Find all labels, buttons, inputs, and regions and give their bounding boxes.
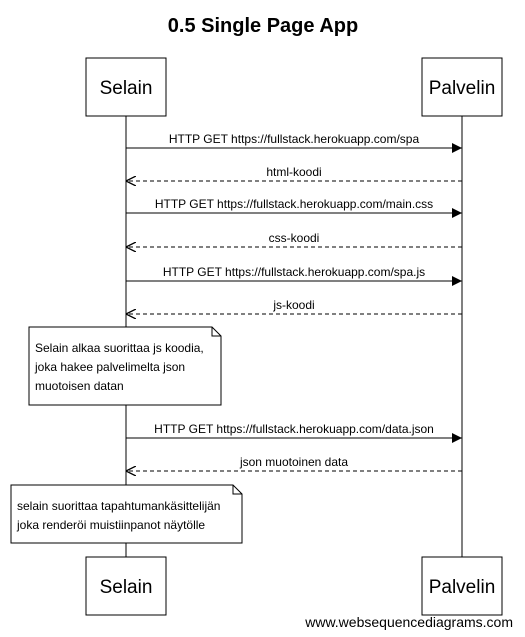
message-2: HTTP GET https://fullstack.herokuapp.com… bbox=[126, 197, 462, 218]
note-box bbox=[28, 326, 222, 406]
message-0: HTTP GET https://fullstack.herokuapp.com… bbox=[126, 132, 462, 153]
message-label: HTTP GET https://fullstack.herokuapp.com… bbox=[154, 422, 434, 436]
message-7: HTTP GET https://fullstack.herokuapp.com… bbox=[126, 422, 462, 443]
diagram-title: 0.5 Single Page App bbox=[168, 15, 358, 37]
message-5: js-koodi bbox=[126, 298, 462, 314]
note-9: selain suorittaa tapahtumankäsittelijän j… bbox=[10, 484, 243, 544]
participant-label: Palvelin bbox=[429, 577, 496, 598]
diagram-events: HTTP GET https://fullstack.herokuapp.com… bbox=[10, 132, 462, 544]
participant-box bbox=[421, 57, 503, 117]
participant-label: Palvelin bbox=[429, 78, 496, 99]
participant-box bbox=[421, 556, 503, 616]
participant-label: Selain bbox=[100, 78, 153, 99]
message-label: js-koodi bbox=[272, 298, 314, 312]
participant-label: Selain bbox=[100, 577, 153, 598]
note-text-line: Selain alkaa suorittaa js koodia, bbox=[35, 341, 204, 355]
message-label: HTTP GET https://fullstack.herokuapp.com… bbox=[155, 197, 433, 211]
participant-server-top: Palvelin bbox=[421, 57, 503, 117]
message-4: HTTP GET https://fullstack.herokuapp.com… bbox=[126, 265, 462, 286]
message-8: json muotoinen data bbox=[126, 455, 462, 471]
participant-box bbox=[85, 556, 167, 616]
note-corner-fold bbox=[211, 327, 221, 337]
message-label: json muotoinen data bbox=[239, 455, 348, 469]
participant-browser-bottom: Selain bbox=[85, 556, 167, 616]
note-text-line: selain suorittaa tapahtumankäsittelijän bbox=[17, 499, 220, 513]
participant-browser-top: Selain bbox=[85, 57, 167, 117]
message-label: HTTP GET https://fullstack.herokuapp.com… bbox=[163, 265, 425, 279]
message-label: html-koodi bbox=[266, 165, 321, 179]
note-text-line: joka hakee palvelimelta json bbox=[34, 360, 185, 374]
message-1: html-koodi bbox=[126, 165, 462, 181]
message-label: css-koodi bbox=[269, 231, 320, 245]
participant-box bbox=[85, 57, 167, 117]
participant-server-bottom: Palvelin bbox=[421, 556, 503, 616]
watermark-text: www.websequencediagrams.com bbox=[304, 614, 513, 630]
note-corner-fold bbox=[232, 485, 242, 495]
note-6: Selain alkaa suorittaa js koodia, joka ha… bbox=[28, 326, 222, 406]
message-label: HTTP GET https://fullstack.herokuapp.com… bbox=[169, 132, 420, 146]
note-text-line: muotoisen datan bbox=[35, 379, 124, 393]
message-3: css-koodi bbox=[126, 231, 462, 247]
note-box bbox=[10, 484, 243, 544]
note-text-line: joka renderöi muistiinpanot näytölle bbox=[16, 518, 205, 532]
